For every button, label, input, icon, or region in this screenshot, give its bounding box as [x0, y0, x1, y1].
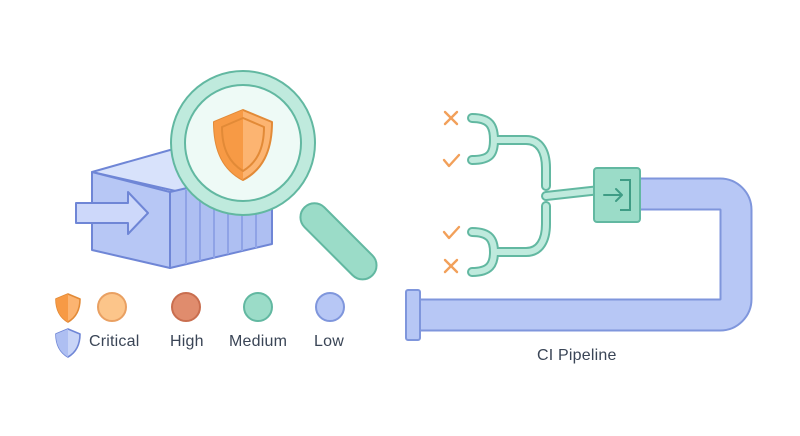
cross-icon	[443, 110, 459, 126]
legend-swatch-low	[315, 292, 345, 322]
shield-blue-icon	[55, 328, 81, 358]
legend-label-medium: Medium	[229, 333, 288, 350]
legend-swatch-high	[171, 292, 201, 322]
legend-label-high: High	[170, 333, 204, 350]
legend	[55, 292, 345, 358]
merge-box-icon	[593, 167, 641, 223]
check-icon	[442, 225, 461, 240]
shield-orange-icon	[55, 293, 81, 323]
legend-swatch-medium	[243, 292, 273, 322]
cross-icon	[443, 258, 459, 274]
pipeline-label: CI Pipeline	[537, 347, 617, 364]
legend-label-critical: Critical	[89, 333, 140, 350]
magnifier-shield-icon	[170, 70, 378, 281]
legend-swatch-critical	[97, 292, 127, 322]
ci-pipeline	[405, 110, 753, 341]
pipe-end-cap	[405, 289, 421, 341]
check-icon	[442, 153, 461, 168]
legend-label-low: Low	[314, 333, 344, 350]
